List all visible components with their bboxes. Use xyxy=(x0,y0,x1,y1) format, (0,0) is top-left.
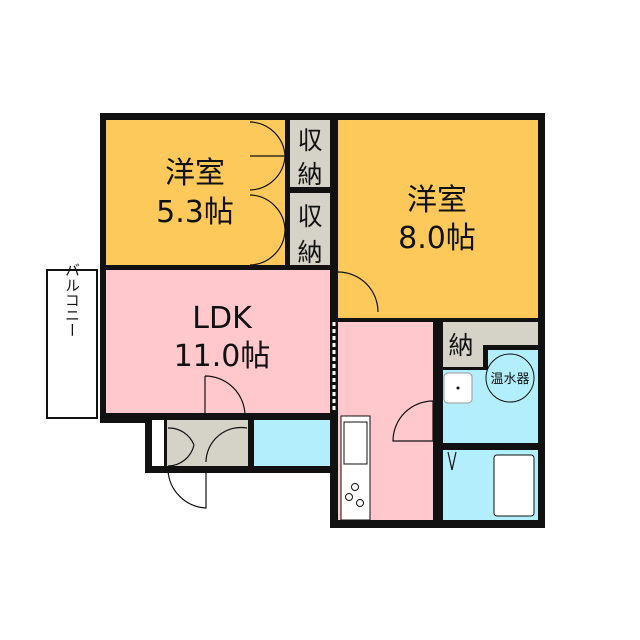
room-ldk xyxy=(106,270,330,413)
room-ldk-name: LDK xyxy=(192,301,253,336)
storage-2-label-a: 収 xyxy=(297,202,322,231)
water-heater-icon xyxy=(485,353,535,403)
room-western-8-0-size: 8.0帖 xyxy=(398,221,476,256)
room-western-8-0-name: 洋室 xyxy=(407,183,467,218)
genkan xyxy=(167,420,248,466)
balcony xyxy=(46,269,98,419)
room-western-5-3 xyxy=(106,120,285,265)
room-ldk-size: 11.0帖 xyxy=(174,339,271,374)
bathtub-icon xyxy=(493,454,535,517)
storage-2 xyxy=(290,193,330,265)
stove-icon xyxy=(345,483,364,507)
washer-icon xyxy=(447,451,457,471)
storage-1-label-b: 納 xyxy=(297,160,322,189)
room-western-5-3-size: 5.3帖 xyxy=(156,195,234,230)
room-western-5-3-name: 洋室 xyxy=(165,156,225,191)
water-heater-label: 温水器 xyxy=(490,372,529,387)
storage-2-label-b: 納 xyxy=(297,238,322,267)
closet-lower xyxy=(443,322,483,367)
door-swings xyxy=(167,121,434,509)
balcony-label: バルコニー xyxy=(63,263,81,338)
storage-1-label-a: 収 xyxy=(297,126,322,155)
shoe-cabinet xyxy=(152,420,164,466)
storage-1 xyxy=(290,120,330,187)
closet-label: 納 xyxy=(448,331,473,360)
sink-icon xyxy=(343,421,368,465)
washroom-top xyxy=(488,350,538,370)
room-western-8-0 xyxy=(338,120,538,318)
toilet xyxy=(254,420,330,466)
